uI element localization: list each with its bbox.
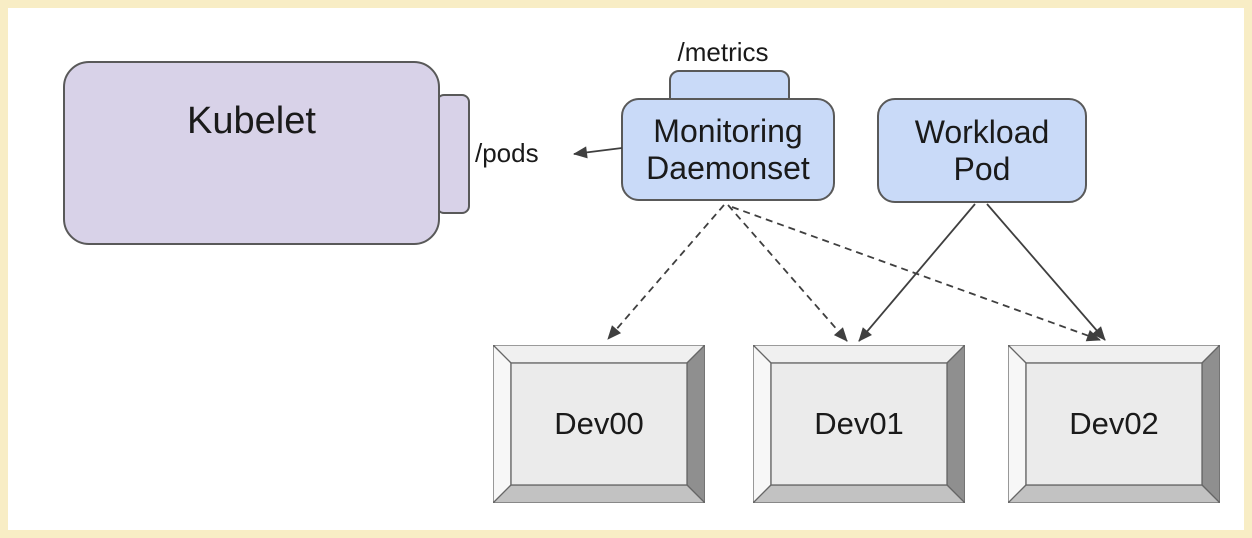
workload-pod-node: Workload Pod	[877, 98, 1087, 203]
edge-monitoring-to-dev00	[607, 204, 725, 340]
workload-pod-label-line1: Workload	[914, 113, 1050, 150]
device-bevel-box	[753, 345, 965, 503]
device-bevel-box	[1008, 345, 1220, 503]
pods-endpoint-label: /pods	[475, 138, 539, 168]
device-label-dev00: Dev00	[554, 406, 644, 441]
device-node-dev02: Dev02	[1008, 345, 1220, 503]
device-node-dev00: Dev00	[493, 345, 705, 503]
metrics-endpoint-label: /metrics	[677, 37, 769, 67]
edge-monitoring-to-kubelet-pods	[573, 146, 623, 159]
monitoring-daemonset-label-line1: Monitoring	[653, 112, 803, 149]
edge-workload-to-dev01	[858, 203, 976, 342]
workload-pod-label-line2: Pod	[953, 150, 1011, 187]
kubelet-node: Kubelet	[63, 61, 440, 245]
device-label-dev02: Dev02	[1069, 406, 1159, 441]
monitoring-daemonset-node: Monitoring Daemonset	[621, 98, 835, 201]
kubelet-pods-port	[436, 94, 470, 214]
device-bevel-box	[493, 345, 705, 503]
edge-monitoring-to-dev01	[727, 204, 848, 342]
edge-workload-to-dev02	[986, 203, 1106, 341]
monitoring-daemonset-label-line2: Daemonset	[646, 149, 810, 186]
device-node-dev01: Dev01	[753, 345, 965, 503]
edge-monitoring-to-dev02	[731, 206, 1101, 342]
device-label-dev01: Dev01	[814, 406, 904, 441]
kubelet-label: Kubelet	[187, 100, 316, 142]
